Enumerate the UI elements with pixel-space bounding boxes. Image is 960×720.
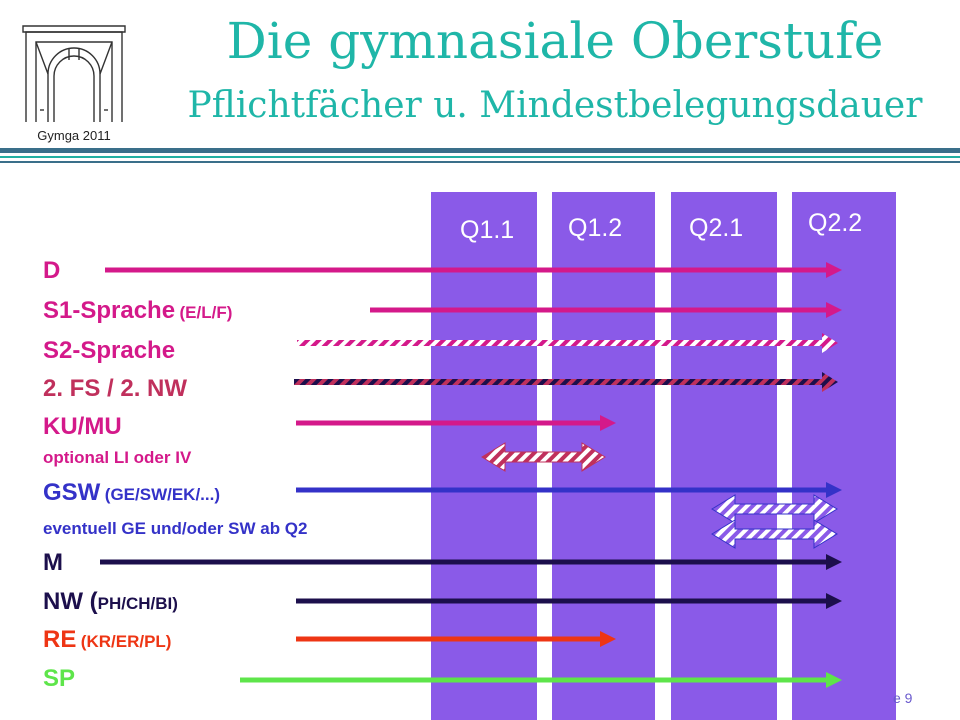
label-gsw-note: (GE/SW/EK/...) — [104, 485, 221, 504]
label-m: M — [43, 549, 63, 576]
label-nw-main: NW ( — [43, 588, 98, 615]
column-label-q2-2: Q2.2 — [808, 209, 863, 237]
page-title: Die gymnasiale Oberstufe — [226, 12, 884, 70]
label-s1-main: S1-Sprache — [43, 297, 176, 324]
arrow-s1-sprache — [370, 302, 842, 318]
label-s1-note: (E/L/F) — [179, 303, 233, 322]
label-fs-nw: 2. FS / 2. NW — [43, 375, 188, 402]
column-label-q1-2: Q1.2 — [568, 214, 623, 242]
arrow-gsw — [296, 482, 842, 498]
label-d: D — [43, 257, 61, 284]
label-optional: optional LI oder IV — [43, 448, 192, 467]
header-rule-thick — [0, 148, 960, 153]
label-re-main: RE — [43, 626, 77, 653]
label-re-note: (KR/ER/PL) — [80, 632, 172, 651]
column-q2-2 — [792, 192, 896, 720]
slide-number: e 9 — [893, 690, 913, 706]
arrow-ku-mu — [296, 415, 616, 431]
label-s1-sprache: S1-Sprache (E/L/F) — [43, 297, 232, 325]
label-sp: SP — [43, 665, 76, 692]
label-re: RE (KR/ER/PL) — [43, 626, 171, 654]
label-s2-sprache: S2-Sprache — [43, 337, 176, 364]
header-rule-thin — [0, 161, 960, 163]
arrow-optional — [481, 442, 606, 472]
label-gsw: GSW (GE/SW/EK/...) — [43, 479, 220, 507]
column-label-q1-1: Q1.1 — [460, 216, 515, 244]
arrow-eventuell-top — [711, 494, 838, 524]
column-label-q2-1: Q2.1 — [689, 214, 744, 242]
arrow-nw — [296, 593, 842, 609]
label-nw-note: PH/CH/BI) — [97, 594, 178, 613]
column-q2-1 — [671, 192, 777, 720]
header-rule-teal — [0, 156, 960, 158]
gymnasium-logo: Gymga 2011 — [8, 12, 140, 144]
label-ku-mu: KU/MU — [43, 413, 122, 440]
arrow-eventuell-bottom — [711, 519, 838, 549]
label-nw: NW (PH/CH/BI) — [43, 588, 178, 616]
label-gsw-main: GSW — [43, 479, 101, 506]
archway-icon — [22, 25, 126, 122]
arrow-d — [105, 262, 842, 278]
arrow-m — [100, 554, 842, 570]
arrow-s2-sprache — [297, 333, 838, 353]
page-subtitle: Pflichtfächer u. Mindestbelegungsdauer — [187, 85, 923, 126]
arrow-re — [296, 631, 616, 647]
logo-caption: Gymga 2011 — [37, 128, 111, 143]
arrow-fs-nw — [294, 372, 838, 392]
label-eventuell: eventuell GE und/oder SW ab Q2 — [43, 519, 308, 538]
arrow-sp — [240, 672, 842, 688]
